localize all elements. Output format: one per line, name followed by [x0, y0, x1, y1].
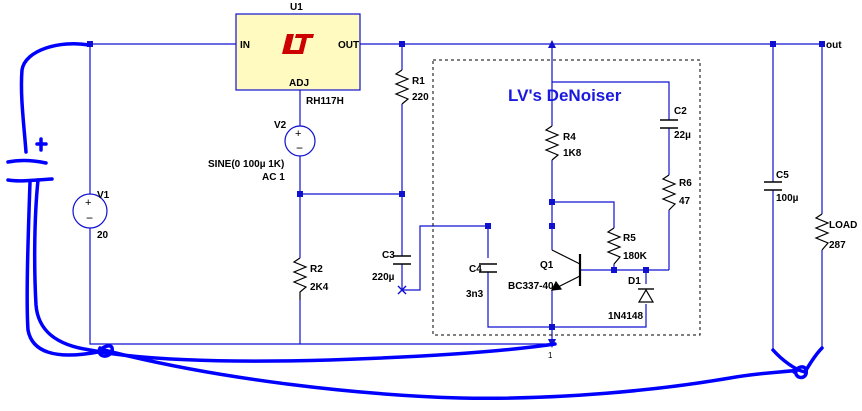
svg-text:+: + — [85, 197, 91, 209]
top-arrow-marker — [548, 40, 556, 48]
junction-dots — [87, 41, 825, 330]
diode-d1: D1 1N4148 — [608, 276, 655, 322]
ground-marker-label: 1 — [548, 351, 553, 360]
c3-value: 220µ — [372, 272, 395, 283]
r2-ref: R2 — [310, 264, 323, 275]
svg-text:+: + — [295, 128, 301, 140]
c2-ref: C2 — [674, 106, 687, 117]
source-v2: + − V2 SINE(0 100µ 1K) AC 1 — [208, 120, 316, 183]
r5-ref: R5 — [623, 233, 636, 244]
u1-pin-adj: ADJ — [289, 78, 309, 89]
source-v1: + − V1 20 — [72, 190, 110, 241]
capacitor-c2: C2 22µ — [660, 106, 691, 141]
v2-ref: V2 — [274, 120, 287, 131]
r4-ref: R4 — [563, 132, 576, 143]
capacitor-c5: C5 100µ — [764, 170, 799, 204]
denoiser-frame — [432, 59, 701, 336]
svg-text:−: − — [86, 211, 93, 225]
u1-ref: U1 — [290, 2, 303, 13]
c5-value: 100µ — [776, 193, 799, 204]
load-ref: LOAD — [829, 220, 857, 231]
hand-drawn-wiring — [6, 42, 824, 400]
resistor-r5: R5 180K — [606, 227, 648, 265]
r5-value: 180K — [623, 251, 648, 262]
r4-value: 1K8 — [563, 148, 582, 159]
c3-ref: C3 — [382, 250, 395, 261]
c5-ref: C5 — [776, 170, 789, 181]
u1-part: RH117H — [306, 96, 344, 107]
r2-value: 2K4 — [310, 282, 329, 293]
d1-value: 1N4148 — [608, 311, 643, 322]
load-value: 287 — [829, 240, 846, 251]
u1-pin-in: IN — [240, 40, 250, 51]
d1-ref: D1 — [628, 276, 641, 287]
q1-ref: Q1 — [540, 260, 554, 271]
probe-marker — [397, 285, 407, 295]
resistor-r2: R2 2K4 — [292, 257, 329, 300]
out-label: out — [826, 40, 842, 51]
resistor-r4: R4 1K8 — [544, 125, 582, 161]
u1-pin-out: OUT — [338, 40, 359, 51]
v2-ac: AC 1 — [262, 172, 285, 183]
denoiser-title: LV's DeNoiser — [508, 86, 622, 105]
c4-value: 3n3 — [466, 289, 484, 300]
c2-value: 22µ — [674, 130, 691, 141]
r1-ref: R1 — [412, 76, 425, 87]
v1-value: 20 — [97, 230, 109, 241]
capacitor-c4: C4 3n3 — [466, 263, 497, 300]
resistor-load: LOAD 287 — [814, 213, 857, 251]
capacitor-c3: C3 220µ — [372, 250, 411, 283]
v1-ref: V1 — [97, 190, 110, 201]
q1-value: BC337-40 — [508, 281, 554, 292]
regulator-u1: U1 IN OUT ADJ RH117H — [235, 2, 361, 107]
r6-value: 47 — [679, 196, 691, 207]
wires — [89, 43, 823, 350]
transistor-q1: Q1 BC337-40 — [508, 249, 582, 292]
lt-logo — [282, 34, 314, 54]
resistor-r1: R1 220 — [394, 69, 429, 105]
c4-ref: C4 — [469, 264, 482, 275]
r6-ref: R6 — [679, 178, 692, 189]
r1-value: 220 — [412, 92, 429, 103]
v2-value: SINE(0 100µ 1K) — [208, 159, 284, 170]
svg-text:−: − — [296, 141, 303, 155]
resistor-r6: R6 47 — [661, 174, 692, 211]
